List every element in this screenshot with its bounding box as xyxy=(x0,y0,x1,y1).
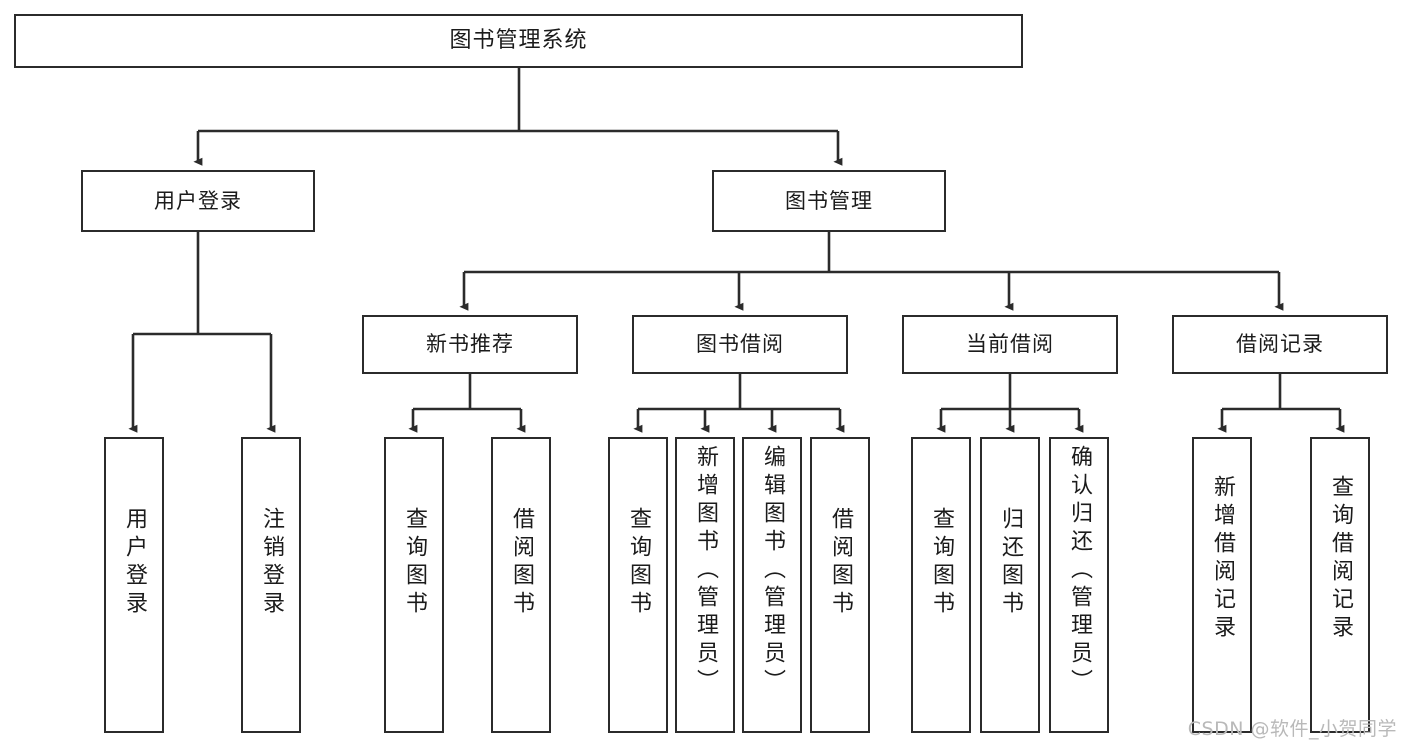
node-label: 查询图书 xyxy=(626,507,651,619)
node-leaf-query-book-borrow[interactable]: 查询图书 xyxy=(608,437,668,733)
node-label: 用户登录 xyxy=(154,188,242,213)
csdn-watermark: CSDN @软件_小贺同学 xyxy=(1187,718,1397,740)
node-leaf-edit-book-admin[interactable]: 编辑图书（管理员） xyxy=(742,437,802,733)
node-book-borrow[interactable]: 图书借阅 xyxy=(632,315,848,374)
node-label: 查询图书 xyxy=(402,507,427,619)
node-leaf-query-borrow-record[interactable]: 查询借阅记录 xyxy=(1310,437,1370,733)
node-leaf-query-book-recommend[interactable]: 查询图书 xyxy=(384,437,444,733)
node-label: 新增图书（管理员） xyxy=(693,445,718,697)
node-user-login[interactable]: 用户登录 xyxy=(81,170,315,232)
node-current-borrow[interactable]: 当前借阅 xyxy=(902,315,1118,374)
node-label: 图书借阅 xyxy=(696,332,784,357)
node-new-book-recommend[interactable]: 新书推荐 xyxy=(362,315,578,374)
node-label: 当前借阅 xyxy=(966,332,1054,357)
node-borrow-record[interactable]: 借阅记录 xyxy=(1172,315,1388,374)
node-book-management[interactable]: 图书管理 xyxy=(712,170,946,232)
node-label: 注销登录 xyxy=(259,507,284,619)
node-leaf-user-login[interactable]: 用户登录 xyxy=(104,437,164,733)
node-label: 图书管理 xyxy=(785,188,873,213)
node-label: 归还图书 xyxy=(998,507,1023,619)
node-leaf-borrow-book[interactable]: 借阅图书 xyxy=(810,437,870,733)
node-root-book-management-system[interactable]: 图书管理系统 xyxy=(14,14,1023,68)
node-label: 新书推荐 xyxy=(426,332,514,357)
node-label: 借阅图书 xyxy=(509,507,534,619)
node-leaf-logout[interactable]: 注销登录 xyxy=(241,437,301,733)
node-label: 新增借阅记录 xyxy=(1210,475,1235,643)
node-label: 借阅图书 xyxy=(828,507,853,619)
node-label: 用户登录 xyxy=(122,507,147,619)
node-label: 借阅记录 xyxy=(1236,332,1324,357)
node-label: 查询借阅记录 xyxy=(1328,475,1353,643)
node-leaf-add-borrow-record[interactable]: 新增借阅记录 xyxy=(1192,437,1252,733)
node-label: 确认归还（管理员） xyxy=(1067,445,1092,697)
node-leaf-borrow-book-recommend[interactable]: 借阅图书 xyxy=(491,437,551,733)
node-leaf-return-book[interactable]: 归还图书 xyxy=(980,437,1040,733)
node-label: 查询图书 xyxy=(929,507,954,619)
node-leaf-query-book-current[interactable]: 查询图书 xyxy=(911,437,971,733)
node-leaf-confirm-return-admin[interactable]: 确认归还（管理员） xyxy=(1049,437,1109,733)
node-leaf-add-book-admin[interactable]: 新增图书（管理员） xyxy=(675,437,735,733)
node-label: 编辑图书（管理员） xyxy=(760,445,785,697)
node-label: 图书管理系统 xyxy=(449,28,588,54)
